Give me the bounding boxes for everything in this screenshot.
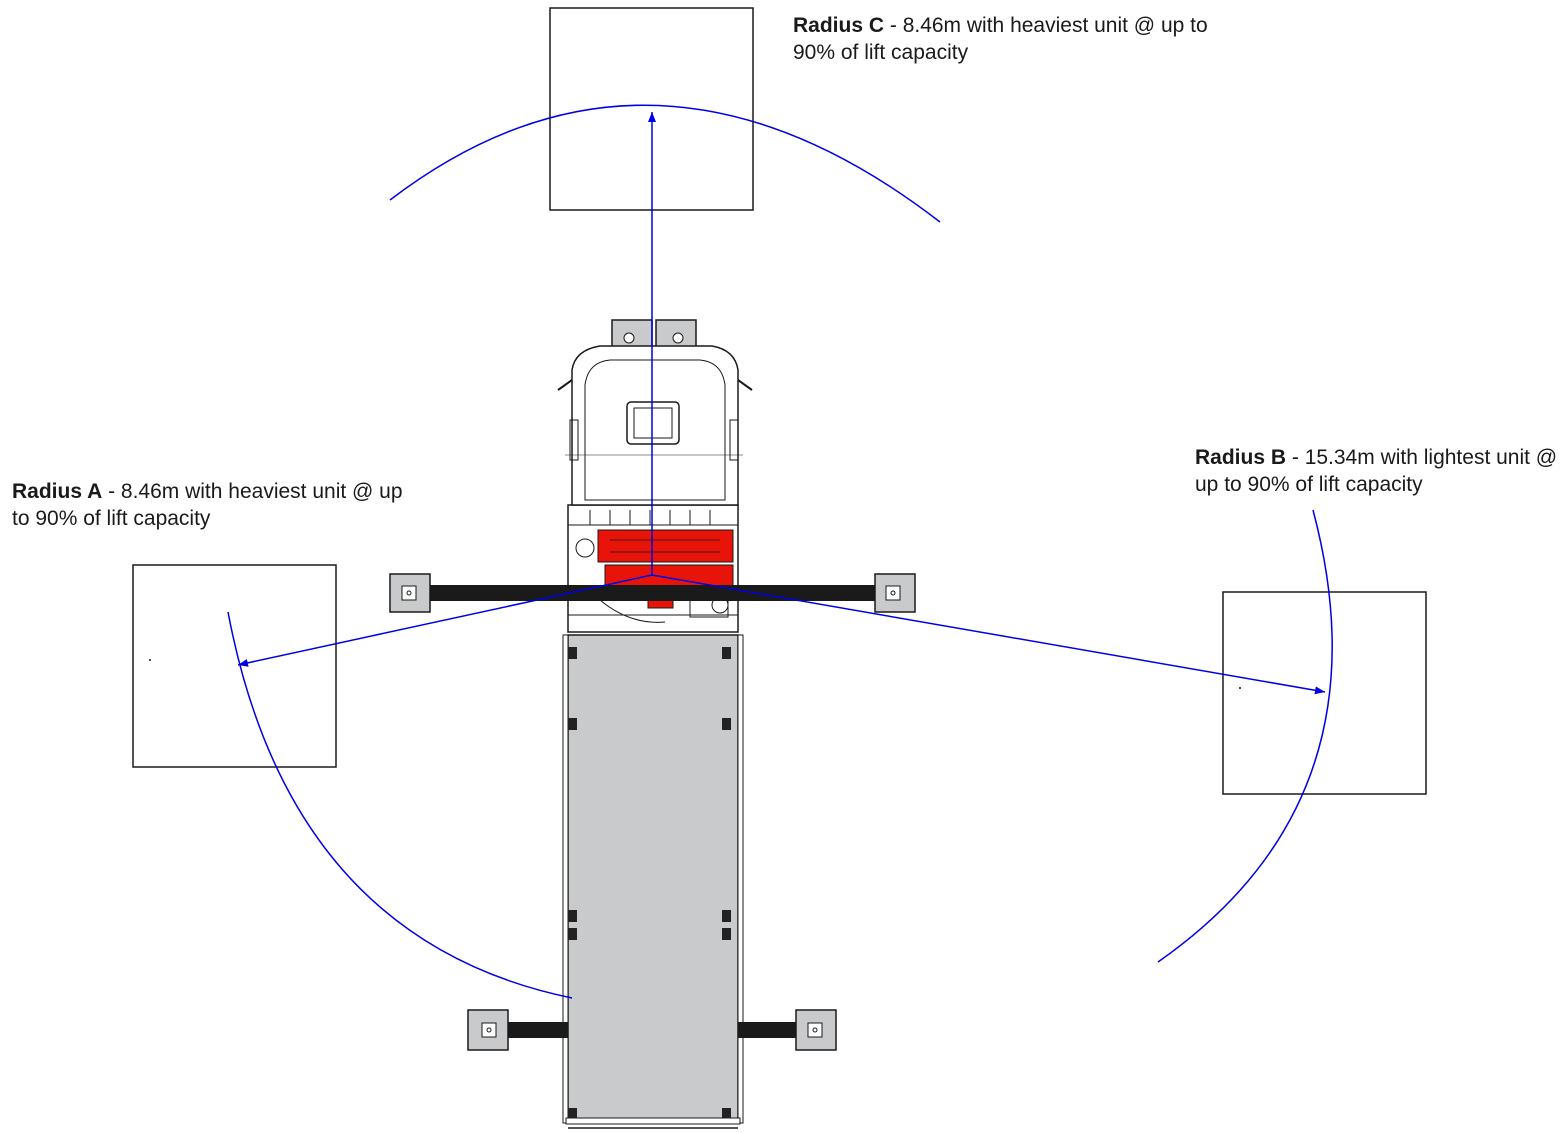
load-box-a xyxy=(132,564,337,768)
radius-c-separator: - xyxy=(884,14,903,37)
load-box-a-center-dot xyxy=(149,659,151,661)
radius-c-label: Radius C - 8.46m with heaviest unit @ up… xyxy=(793,12,1213,66)
radius-arrow-a xyxy=(237,574,653,667)
radius-arrow-b xyxy=(651,574,1326,695)
truck-bed xyxy=(562,634,744,1129)
radius-c-name: Radius C xyxy=(793,14,885,37)
radius-a-separator: - xyxy=(102,480,121,503)
radius-arc-c xyxy=(389,104,941,223)
radius-b-name: Radius B xyxy=(1195,446,1287,469)
outriggers xyxy=(389,573,916,1051)
radius-a-label: Radius A - 8.46m with heaviest unit @ up… xyxy=(12,478,412,532)
radius-a-name: Radius A xyxy=(12,480,103,503)
load-box-b-center-dot xyxy=(1239,687,1241,689)
radius-b-label: Radius B - 15.34m with lightest unit @ u… xyxy=(1195,444,1567,498)
radius-a-description: 8.46m with heaviest unit @ up to 90% of … xyxy=(12,480,403,530)
radius-b-separator: - xyxy=(1286,446,1305,469)
truck-cab xyxy=(557,319,753,506)
radius-arc-b xyxy=(1157,509,1333,963)
radius-arc-a xyxy=(227,611,573,999)
load-box-b xyxy=(1222,591,1427,795)
radius-c-description: 8.46m with heaviest unit @ up to 90% of … xyxy=(793,14,1208,64)
radius-b-description: 15.34m with lightest unit @ up to 90% of… xyxy=(1195,446,1558,496)
